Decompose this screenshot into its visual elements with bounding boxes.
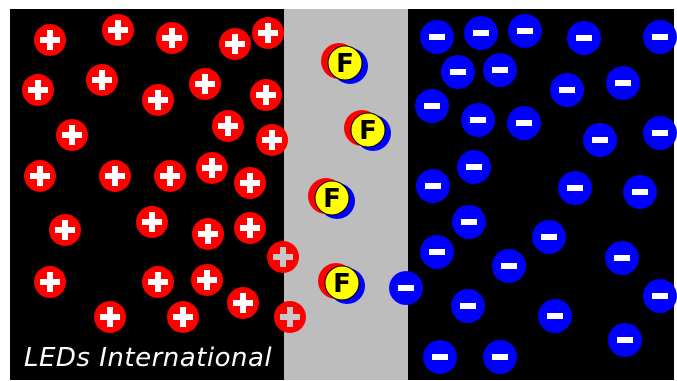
electron-particle	[423, 340, 457, 374]
electron-particle	[483, 340, 517, 374]
electron-particle	[416, 169, 450, 203]
hole-particle	[196, 152, 228, 184]
hole-particle	[191, 264, 223, 296]
hole-particle	[212, 110, 244, 142]
hole-particle	[24, 160, 56, 192]
electron-particle	[461, 103, 495, 137]
electron-particle	[532, 220, 566, 254]
hole-particle	[256, 124, 288, 156]
hole-particle	[49, 214, 81, 246]
fixed-charge-particle: F	[344, 110, 391, 151]
hole-particle	[154, 160, 186, 192]
hole-particle	[252, 17, 284, 49]
hole-particle	[142, 266, 174, 298]
electron-particle	[643, 279, 677, 313]
electron-particle	[608, 323, 642, 357]
fixed-charge-label: F	[333, 269, 351, 299]
electron-particle	[643, 20, 677, 54]
electron-particle	[420, 235, 454, 269]
electron-particle	[583, 123, 617, 157]
electron-particle	[415, 89, 449, 123]
fixed-charge-label: F	[336, 49, 354, 79]
hole-particle	[34, 24, 66, 56]
hole-particle	[167, 301, 199, 333]
hole-particle	[22, 74, 54, 106]
electron-particle	[558, 171, 592, 205]
hole-particle	[142, 84, 174, 116]
electron-particle	[451, 289, 485, 323]
electron-particle	[567, 21, 601, 55]
electron-particle	[492, 249, 526, 283]
hole-particle	[86, 64, 118, 96]
hole-particle	[136, 206, 168, 238]
electron-particle	[507, 106, 541, 140]
hole-particle	[219, 28, 251, 60]
electron-particle	[643, 116, 677, 150]
electron-particle	[623, 175, 657, 209]
electron-particle	[441, 55, 475, 89]
electron-particle	[464, 16, 498, 50]
hole-particle	[250, 79, 282, 111]
electron-particle	[420, 20, 454, 54]
hole-particle	[234, 167, 266, 199]
hole-particle	[94, 301, 126, 333]
electron-particle	[508, 14, 542, 48]
hole-particle	[192, 218, 224, 250]
electron-particle	[457, 150, 491, 184]
fixed-charge-particle: F	[318, 263, 365, 304]
hole-particle	[102, 14, 134, 46]
fixed-charge-label: F	[323, 184, 341, 214]
electron-particle	[550, 73, 584, 107]
electron-particle	[389, 271, 423, 305]
electron-particle	[538, 299, 572, 333]
hole-particle	[56, 119, 88, 151]
hole-particle	[227, 287, 259, 319]
hole-particle	[189, 68, 221, 100]
hole-particle	[267, 241, 299, 273]
electron-particle	[452, 205, 486, 239]
fixed-charge-label: F	[359, 116, 377, 146]
hole-particle	[99, 160, 131, 192]
electron-particle	[606, 66, 640, 100]
fixed-charge-particle: F	[308, 178, 355, 219]
hole-particle	[156, 22, 188, 54]
hole-particle	[34, 266, 66, 298]
hole-particle	[234, 212, 266, 244]
hole-particle	[274, 301, 306, 333]
electron-particle	[605, 241, 639, 275]
fixed-charge-particle: F	[321, 43, 368, 84]
electron-particle	[483, 53, 517, 87]
